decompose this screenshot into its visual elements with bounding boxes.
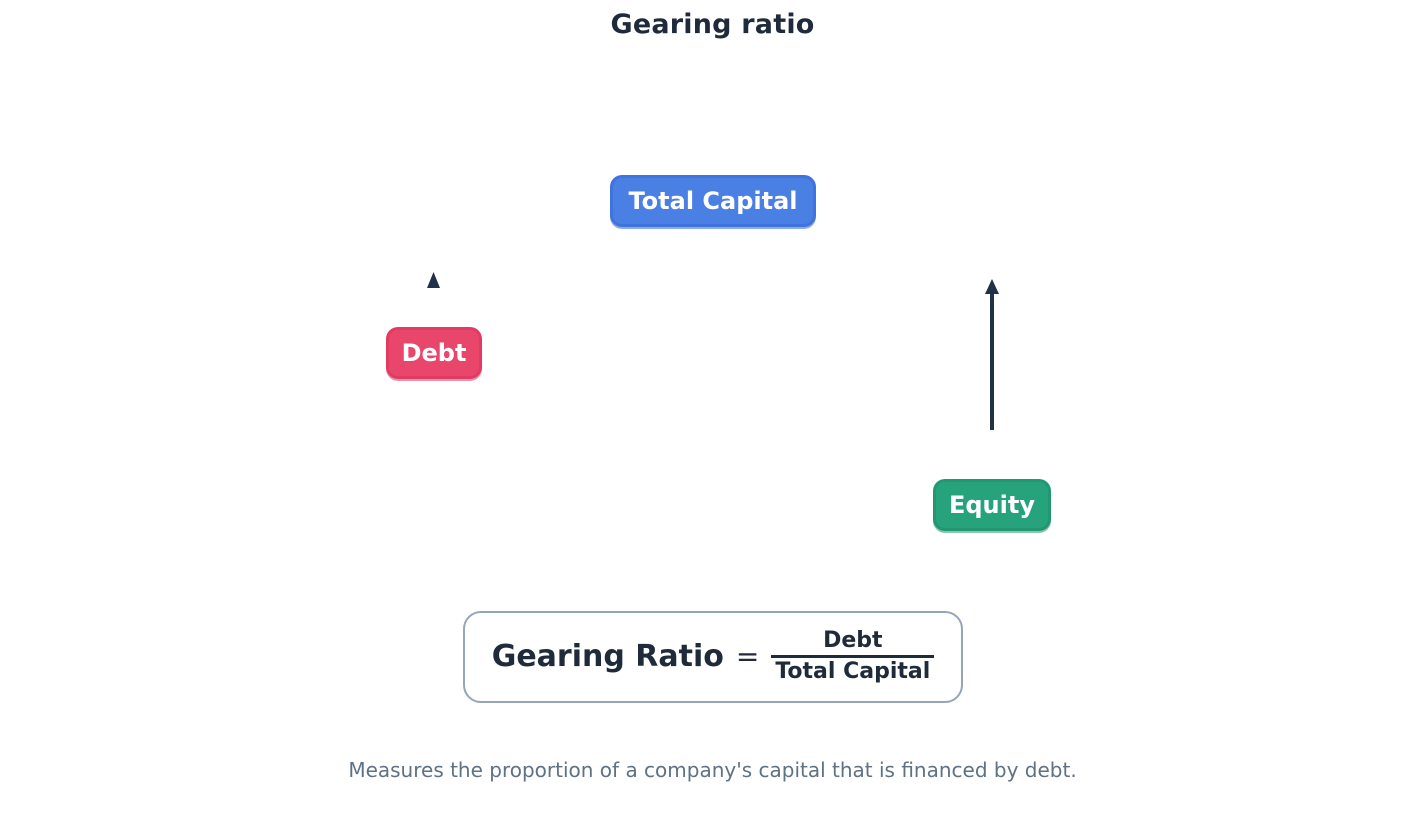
formula-left-side: Gearing Ratio — [491, 638, 724, 674]
node-equity[interactable]: Equity — [933, 479, 1051, 531]
arrow-up-icon — [985, 279, 999, 430]
formula-numerator: Debt — [823, 627, 883, 653]
formula-equals-sign: = — [735, 639, 760, 673]
node-debt-label: Debt — [401, 339, 467, 367]
connector-equity-arrow — [976, 274, 1010, 436]
node-total-capital-label: Total Capital — [628, 187, 798, 215]
connector-debt-arrow — [419, 268, 449, 294]
node-debt[interactable]: Debt — [386, 327, 482, 379]
formula-fraction: Debt Total Capital — [771, 627, 935, 684]
formula-expression: Gearing Ratio = Debt Total Capital — [491, 627, 935, 686]
diagram-caption: Measures the proportion of a company's c… — [348, 758, 1077, 782]
fraction-bar — [771, 654, 935, 658]
formula-box: Gearing Ratio = Debt Total Capital — [463, 611, 963, 703]
formula-denominator: Total Capital — [775, 658, 931, 684]
arrow-up-icon — [427, 272, 440, 288]
node-total-capital[interactable]: Total Capital — [610, 175, 816, 227]
page-title: Gearing ratio — [610, 9, 815, 40]
node-equity-label: Equity — [948, 491, 1035, 519]
